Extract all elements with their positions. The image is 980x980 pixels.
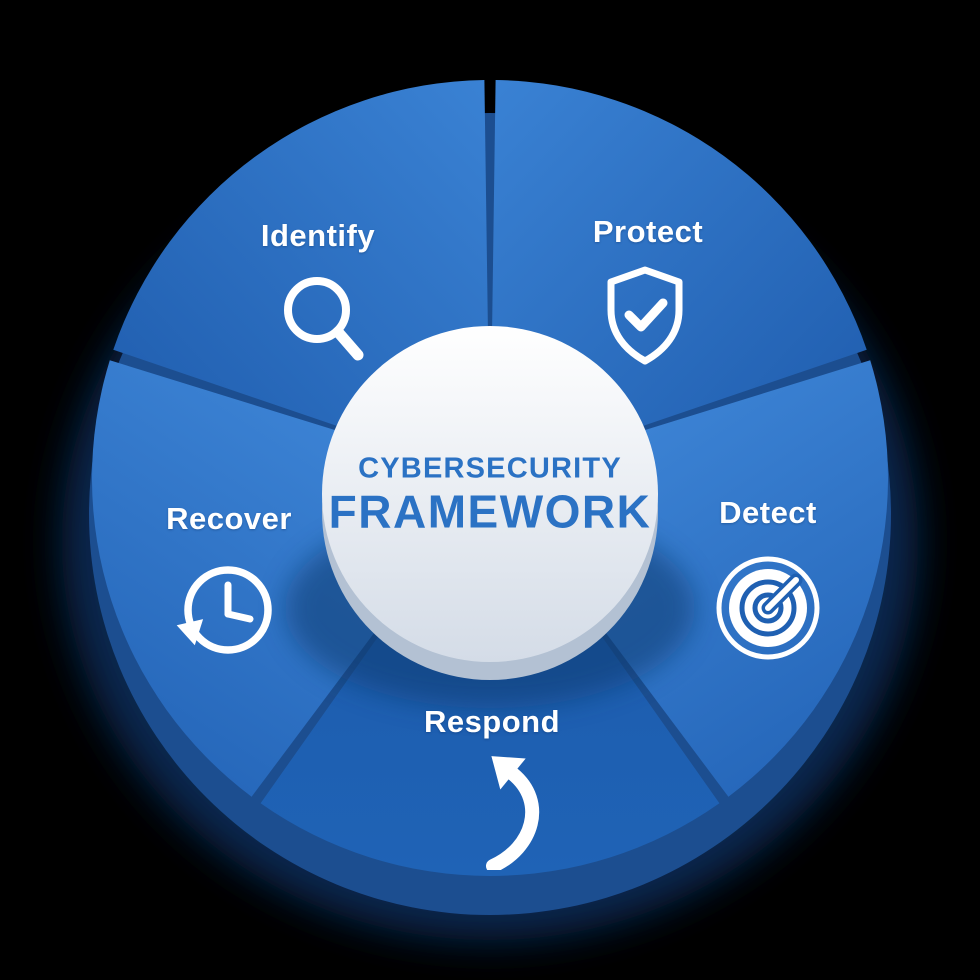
segment-label-detect: Detect: [719, 495, 817, 530]
segment-label-identify: Identify: [260, 218, 376, 253]
curved-arrow-icon: [486, 756, 540, 870]
segment-label-respond: Respond: [423, 704, 561, 739]
radar-icon: [716, 556, 820, 660]
magnifier-search-icon: [284, 277, 364, 361]
segment-label-recover: Recover: [166, 501, 292, 536]
segment-label-protect: Protect: [592, 214, 704, 249]
clock-history-icon: [176, 566, 272, 654]
shield-check-icon: [607, 266, 683, 365]
center-title: CYBERSECURITY FRAMEWORK: [328, 452, 652, 539]
center-title-line1: CYBERSECURITY: [358, 452, 622, 485]
center-disc: [322, 326, 658, 662]
center-title-line2: FRAMEWORK: [328, 486, 652, 539]
